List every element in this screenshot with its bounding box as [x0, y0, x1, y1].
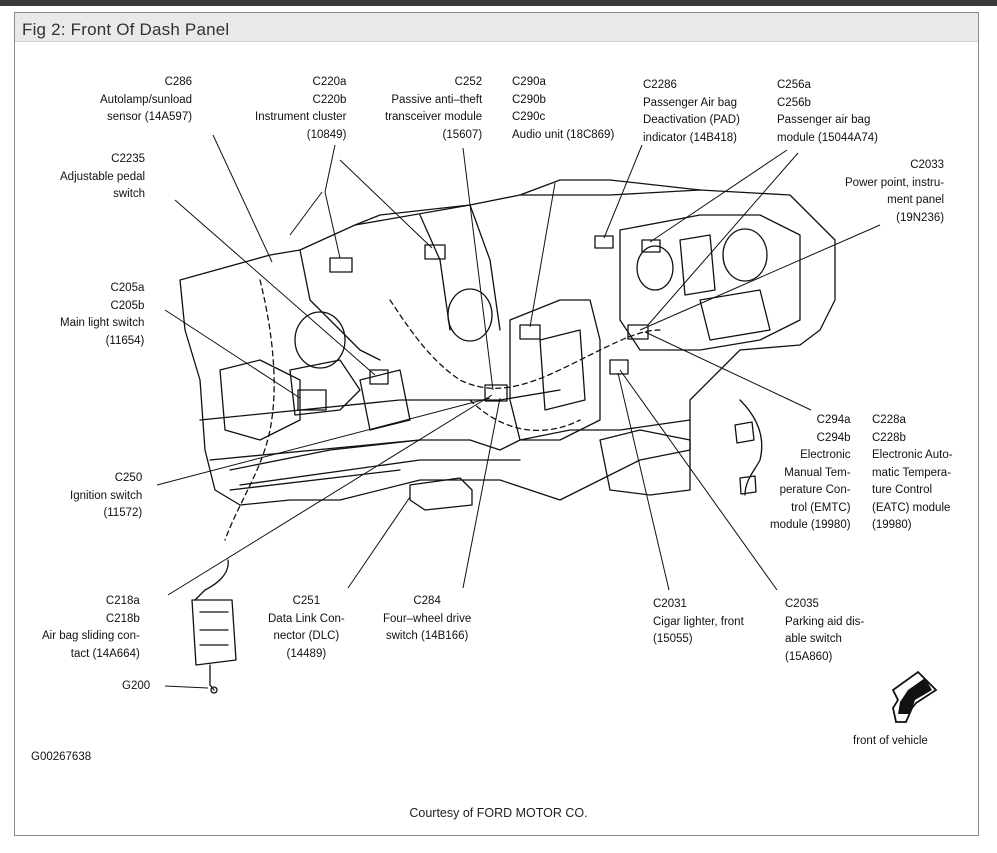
label-c252: C252 Passive anti–theft transceiver modu… — [385, 76, 483, 141]
figure-title: Fig 2: Front Of Dash Panel — [22, 20, 230, 39]
label-c284: C284 Four–wheel drive switch (14B166) — [383, 595, 472, 642]
label-c220: C220a C220b Instrument cluster (10849) — [255, 76, 347, 141]
label-c2286: C2286 Passenger Air bag Deactivation (PA… — [643, 79, 740, 144]
label-c2235: C2235 Adjustable pedal switch — [60, 153, 146, 200]
label-c286: C286 Autolamp/sunload sensor (14A597) — [100, 76, 193, 123]
label-c2035: C2035 Parking aid dis- able switch (15A8… — [785, 598, 865, 663]
label-c294: C294a C294b Electronic Manual Tem- perat… — [770, 414, 851, 531]
front-of-vehicle-label: front of vehicle — [853, 735, 928, 747]
label-c290: C290a C290b C290c Audio unit (18C869) — [512, 76, 615, 141]
window-top-bar — [0, 0, 997, 6]
label-c251: C251 Data Link Con- nector (DLC) (14489) — [268, 595, 345, 660]
label-c218: C218a C218b Air bag sliding con- tact (1… — [42, 595, 140, 660]
figure-id: G00267638 — [31, 751, 92, 763]
front-of-vehicle-arrow — [891, 670, 938, 723]
figure-title-bar — [15, 13, 978, 42]
label-c205: C205a C205b Main light switch (11654) — [60, 282, 145, 347]
figure-frame — [14, 12, 979, 836]
courtesy-credit: Courtesy of FORD MOTOR CO. — [409, 806, 588, 820]
label-c2031: C2031 Cigar lighter, front (15055) — [653, 598, 744, 645]
label-c250: C250 Ignition switch (11572) — [70, 472, 143, 519]
label-c256: C256a C256b Passenger air bag module (15… — [777, 79, 879, 144]
label-g200: G200 — [122, 680, 151, 692]
label-c228: C228a C228b Electronic Auto- matic Tempe… — [872, 414, 953, 531]
label-c2033: C2033 Power point, instru- ment panel (1… — [845, 159, 945, 224]
